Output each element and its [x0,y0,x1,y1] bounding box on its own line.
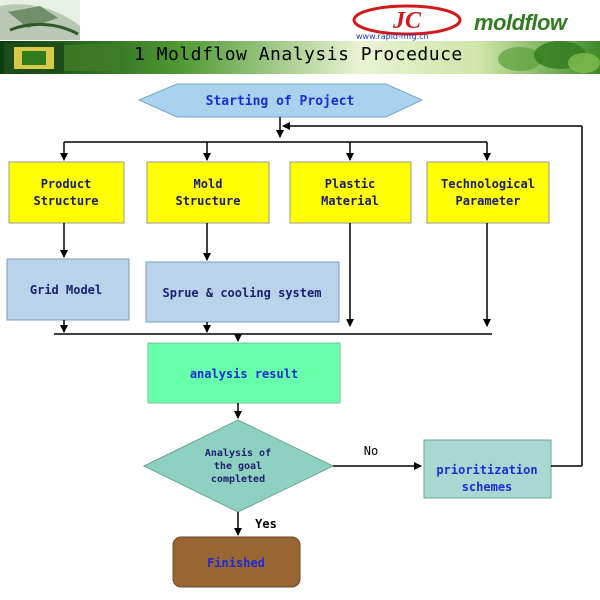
decision-line3: completed [211,474,265,485]
finished-label: Finished [207,556,265,570]
input-mold-line1: Mold [194,177,223,191]
company-logo: JC [352,4,462,36]
input-node-technological [426,161,550,224]
analysis-result-label: analysis result [190,367,298,381]
title-banner [0,41,600,74]
banner-graphic-icon [4,43,120,73]
yes-label: Yes [255,517,277,531]
sprue-cooling-label: Sprue & cooling system [163,286,322,300]
header: JC www.rapid-mfg.cn moldflow 1 Moldflow … [0,0,600,75]
input-mold-line2: Structure [175,194,240,208]
decision-line1: Analysis of [205,447,271,459]
input-plastic-line2: Material [321,194,379,208]
input-technological-line2: Parameter [455,194,520,208]
header-art [0,0,80,41]
decision-line2: the goal [214,461,262,472]
input-product-line1: Product [41,177,92,191]
sprue-cooling-node [145,261,340,323]
banner-motif-icon [498,41,600,73]
flowchart: Starting of Project Product Structure Mo… [6,83,583,588]
grid-model-node [6,258,130,321]
prioritization-line1: prioritization [436,463,537,477]
analysis-result-node [147,342,341,404]
svg-text:JC: JC [392,8,422,34]
grid-model-label: Grid Model [30,283,102,297]
logo-url-text: www.rapid-mfg.cn [356,32,429,41]
input-node-mold [146,161,270,224]
input-plastic-line1: Plastic [325,177,376,191]
input-node-plastic [289,161,412,224]
start-node [137,83,424,118]
finished-node [172,536,301,588]
input-node-product [8,161,125,224]
connectors [54,117,583,536]
start-label: Starting of Project [206,94,355,109]
prioritization-node [423,439,552,499]
brand-name: moldflow [474,10,567,35]
input-technological-line1: Technological [441,177,535,191]
input-product-line2: Structure [33,194,98,208]
prioritization-line2: schemes [462,480,513,494]
banner-title: 1 Moldflow Analysis Proceduce [134,44,463,65]
no-label: No [364,444,378,458]
